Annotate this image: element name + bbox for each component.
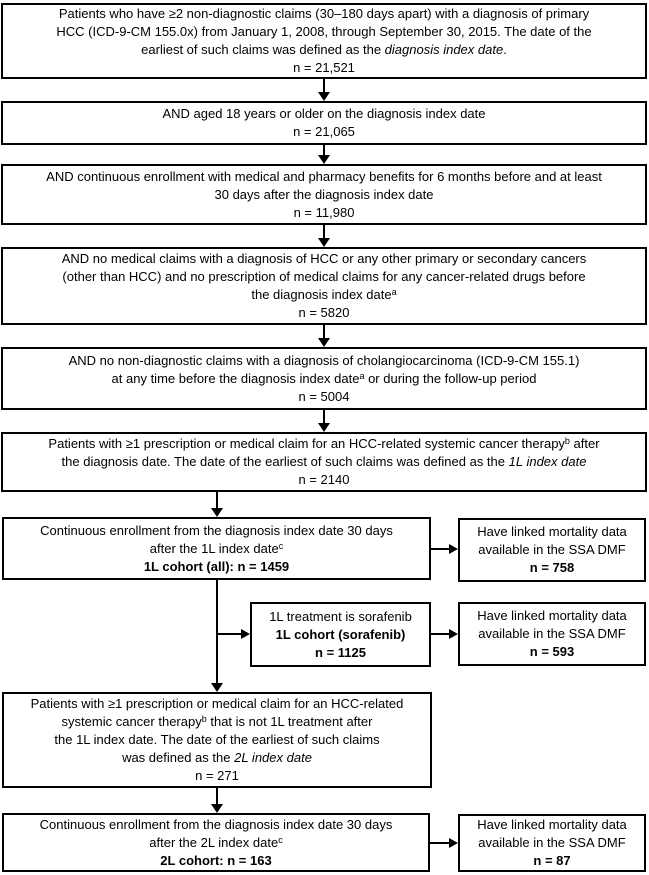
arrow-line-1	[323, 79, 325, 93]
text-line: Patients who have ≥2 non-diagnostic clai…	[58, 6, 590, 21]
text-line: Continuous enrollment from the diagnosis…	[40, 522, 393, 538]
arrow-head-10	[449, 629, 458, 639]
text-line: at any time before the diagnosis index d…	[111, 370, 537, 386]
text-line: n = 5004	[298, 388, 350, 404]
text-line: available in the SSA DMF	[478, 542, 626, 557]
text-line: 2L cohort: n = 163	[160, 852, 272, 868]
text-line: 30 days after the diagnosis index date	[214, 186, 434, 202]
text-line: 1L treatment is sorafenib	[269, 608, 412, 624]
arrow-head-7	[449, 544, 458, 554]
text-line: n = 593	[529, 644, 575, 659]
text-line: n = 1125	[315, 644, 366, 660]
text-line: n = 271	[195, 768, 239, 783]
text-line: Have linked mortality data	[477, 817, 627, 832]
arrow-head-11	[211, 804, 223, 813]
arrow-line-3	[323, 225, 325, 239]
arrow-line-7	[431, 548, 449, 550]
text-line: after the 2L index datec	[149, 834, 283, 850]
text-line: available in the SSA DMF	[478, 626, 626, 641]
arrow-line-10	[431, 633, 449, 635]
text-line: n = 21,065	[293, 124, 355, 139]
text-line: Have linked mortality data	[477, 524, 627, 539]
arrow-line-2	[323, 145, 325, 156]
box-second-line-therapy: Patients with ≥1 prescription or medical…	[2, 692, 432, 788]
arrow-head-1	[318, 92, 330, 101]
text-line: after the 1L index datec	[149, 540, 284, 556]
box-no-cholangiocarcinoma: AND no non-diagnostic claims with a diag…	[1, 347, 647, 410]
text-line: n = 758	[529, 560, 575, 575]
text-line: AND continuous enrollment with medical a…	[46, 168, 602, 184]
arrow-head-2	[318, 155, 330, 164]
box-ssa-dmf-1l-all: Have linked mortality data available in t…	[458, 518, 646, 582]
text-line: the diagnosis index datea	[251, 287, 397, 302]
box-initial-hcc-diagnosis: Patients who have ≥2 non-diagnostic clai…	[1, 3, 647, 79]
text-line: 1L cohort (sorafenib)	[275, 626, 406, 642]
arrow-line-4	[323, 325, 325, 339]
arrow-line-12	[430, 842, 449, 844]
text-line: n = 11,980	[293, 204, 355, 220]
arrow-head-12	[449, 838, 458, 848]
text-line: Have linked mortality data	[477, 608, 627, 623]
text-line: Patients with ≥1 prescription or medical…	[30, 696, 404, 711]
text-line: the diagnosis date. The date of the earl…	[61, 454, 587, 469]
arrow-head-9	[241, 629, 250, 639]
text-line: AND no medical claims with a diagnosis o…	[61, 251, 587, 266]
box-1l-cohort-sorafenib: 1L treatment is sorafenib 1L cohort (sora…	[250, 602, 431, 667]
text-line: systemic cancer therapyb that is not 1L …	[61, 714, 373, 729]
arrow-head-5	[318, 423, 330, 432]
text-line: 1L cohort (all): n = 1459	[143, 558, 290, 574]
text-line: n = 87	[533, 853, 571, 868]
box-first-line-therapy: Patients with ≥1 prescription or medical…	[1, 432, 647, 492]
box-continuous-enrollment-diagnosis: AND continuous enrollment with medical a…	[1, 164, 647, 225]
box-ssa-dmf-1l-sorafenib: Have linked mortality data available in t…	[458, 602, 646, 666]
text-line: n = 21,521	[293, 60, 355, 75]
arrow-head-3	[318, 238, 330, 247]
text-line: earliest of such claims was defined as t…	[141, 42, 507, 57]
text-line: the 1L index date. The date of the earli…	[54, 732, 380, 747]
text-line: n = 2140	[298, 472, 350, 487]
trunk-line-1l-to-2l	[216, 580, 218, 683]
box-2l-cohort: Continuous enrollment from the diagnosis…	[2, 813, 430, 872]
text-line: HCC (ICD-9-CM 155.0x) from January 1, 20…	[56, 24, 592, 39]
text-line: n = 5820	[298, 305, 350, 320]
text-line: (other than HCC) and no prescription of …	[62, 269, 586, 284]
text-line: Continuous enrollment from the diagnosis…	[39, 816, 393, 832]
arrow-line-5	[323, 410, 325, 424]
box-ssa-dmf-2l: Have linked mortality data available in t…	[458, 814, 646, 872]
branch-line-sorafenib	[218, 633, 241, 635]
arrow-line-11	[216, 788, 218, 804]
text-line: Patients with ≥1 prescription or medical…	[48, 436, 600, 451]
text-line: AND aged 18 years or older on the diagno…	[162, 106, 486, 121]
text-line: was defined as the 2L index date	[122, 750, 312, 765]
box-age-18-or-older: AND aged 18 years or older on the diagno…	[1, 101, 647, 145]
arrow-head-4	[318, 338, 330, 347]
box-1l-cohort-all: Continuous enrollment from the diagnosis…	[2, 517, 431, 580]
arrow-head-6	[211, 508, 223, 517]
text-line: AND no non-diagnostic claims with a diag…	[68, 352, 580, 368]
arrow-line-6	[216, 492, 218, 509]
box-no-other-cancers: AND no medical claims with a diagnosis o…	[1, 247, 647, 325]
arrow-head-8	[211, 683, 223, 692]
text-line: available in the SSA DMF	[478, 835, 626, 850]
